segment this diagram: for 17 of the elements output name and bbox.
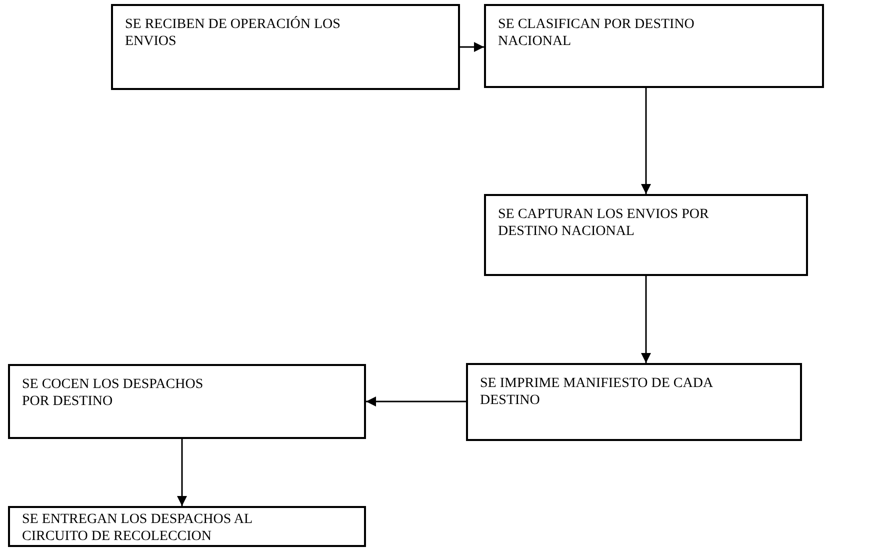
step-text: SE CAPTURAN LOS ENVIOS POR DESTINO NACIONAL bbox=[498, 206, 710, 240]
process-box bbox=[8, 364, 366, 439]
step-text: SE ENTREGAN LOS DESPACHOS AL CIRCUITO DE RECOLECCION bbox=[22, 511, 253, 545]
process-box bbox=[111, 4, 460, 90]
arrow bbox=[366, 396, 466, 406]
process-box bbox=[484, 194, 808, 276]
arrow bbox=[177, 439, 187, 506]
step-text: SE RECIBEN DE OPERACIÓN LOS ENVIOS bbox=[125, 16, 342, 50]
step-text: SE CLASIFICAN POR DESTINO NACIONAL bbox=[498, 16, 696, 50]
process-box bbox=[466, 363, 802, 441]
arrow bbox=[460, 42, 484, 52]
arrow bbox=[641, 88, 651, 194]
arrow bbox=[641, 276, 651, 363]
step-text: SE COCEN LOS DESPACHOS POR DESTINO bbox=[22, 376, 204, 410]
process-box bbox=[484, 4, 824, 88]
step-text: SE IMPRIME MANIFIESTO DE CADA DESTINO bbox=[480, 375, 714, 409]
process-box bbox=[8, 506, 366, 547]
